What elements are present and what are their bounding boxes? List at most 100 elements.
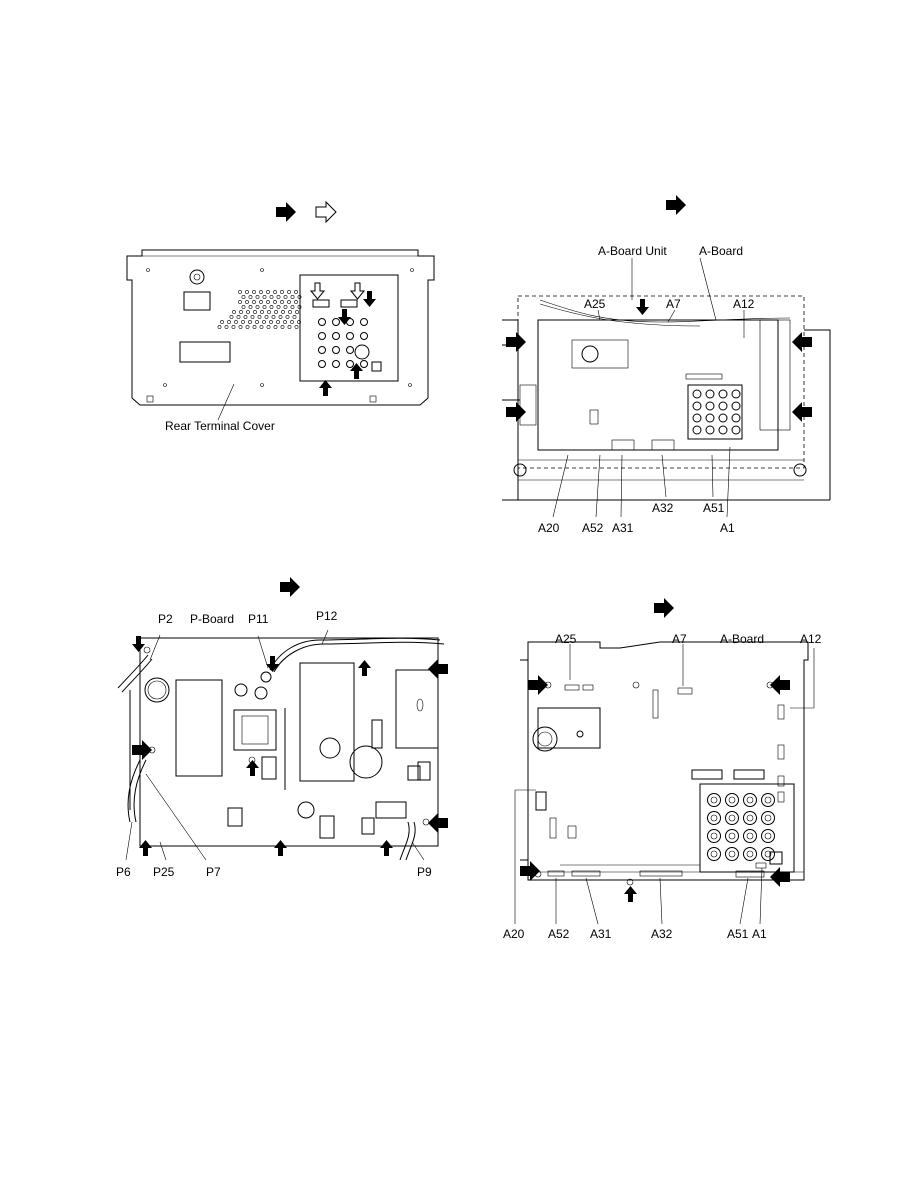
drawing-detail (346, 360, 354, 368)
drawing-detail (332, 346, 340, 354)
drawing-detail (761, 811, 775, 825)
drawing-detail (332, 318, 340, 326)
drawing-detail (710, 814, 718, 822)
drawing-detail (731, 389, 741, 399)
drawing-detail (318, 360, 326, 368)
drawing-detail (290, 305, 295, 309)
drawing-detail (274, 310, 278, 314)
drawing-detail (718, 413, 728, 423)
drawing-detail (285, 315, 290, 319)
drawing-detail (288, 310, 292, 314)
connector-label-a51: A51 (727, 927, 749, 941)
drawing-detail (707, 793, 721, 807)
drawing-detail (280, 290, 284, 294)
drawing-detail (283, 295, 288, 299)
drawing-detail (346, 332, 354, 340)
a-board-panel: A25 A7 A-Board A12 A20 A52 A31 A32 A51 A… (0, 560, 918, 950)
drawing-detail (241, 320, 245, 324)
connector-label-p9: P9 (417, 865, 432, 879)
drawing-detail (761, 847, 775, 861)
drawing-detail (360, 332, 368, 340)
connector-label-a12: A12 (800, 632, 822, 646)
drawing-detail (728, 850, 736, 858)
drawing-detail (360, 360, 368, 368)
drawing-detail (318, 332, 326, 340)
connector-label-a7: A7 (672, 632, 687, 646)
drawing-detail (278, 315, 283, 319)
drawing-detail (229, 315, 234, 319)
drawing-detail (266, 325, 271, 329)
drawing-detail (252, 300, 256, 304)
drawing-detail (707, 811, 721, 825)
drawing-detail (248, 295, 253, 299)
drawing-detail (227, 320, 231, 324)
drawing-detail (718, 389, 728, 399)
a-board-unit-drawing (502, 195, 831, 518)
drawing-detail (232, 310, 236, 314)
drawing-detail (273, 300, 277, 304)
drawing-detail (728, 796, 736, 804)
drawing-detail (705, 389, 715, 399)
drawing-detail (692, 389, 702, 399)
drawing-detail (259, 300, 263, 304)
black-arrow-icon (666, 195, 686, 215)
drawing-detail (276, 295, 281, 299)
drawing-detail (266, 290, 270, 294)
drawing-detail (710, 850, 718, 858)
drawing-detail (764, 832, 772, 840)
drawing-detail (692, 425, 702, 435)
drawing-detail (262, 305, 267, 309)
drawing-detail (283, 320, 287, 324)
drawing-detail (295, 310, 299, 314)
p-board-panel: P2 P-Board P11 P12 P6 P25 P7 P9 (0, 560, 459, 890)
drawing-detail (746, 814, 754, 822)
drawing-detail (725, 793, 739, 807)
drawing-detail (267, 310, 271, 314)
drawing-detail (360, 318, 368, 326)
drawing-detail (692, 413, 702, 423)
connector-label-a31: A31 (590, 927, 612, 941)
rear-terminal-cover-panel: Rear Terminal Cover (0, 0, 459, 460)
connector-label-a20: A20 (538, 521, 560, 535)
drawing-detail (318, 318, 326, 326)
drawing-detail (250, 315, 255, 319)
connector-label-p11: P11 (248, 612, 269, 626)
drawing-detail (234, 320, 238, 324)
connector-label-p6: P6 (116, 865, 131, 879)
drawing-detail (764, 796, 772, 804)
drawing-detail (743, 847, 757, 861)
drawing-detail (241, 295, 246, 299)
connector-label-a32: A32 (651, 927, 673, 941)
drawing-detail (764, 850, 772, 858)
drawing-detail (731, 425, 741, 435)
p-board-drawing (117, 577, 448, 861)
drawing-detail (710, 832, 718, 840)
drawing-detail (276, 320, 280, 324)
connector-label-p25: P25 (153, 865, 175, 879)
drawing-detail (224, 325, 229, 329)
drawing-detail (290, 295, 295, 299)
black-arrow-icon (280, 577, 300, 597)
connector-label-a51: A51 (703, 501, 725, 515)
drawing-detail (260, 310, 264, 314)
drawing-detail (294, 300, 298, 304)
connector-label-a32: A32 (652, 501, 674, 515)
drawing-detail (725, 829, 739, 843)
drawing-detail (231, 325, 236, 329)
drawing-detail (255, 295, 260, 299)
connector-label-a52: A52 (548, 927, 570, 941)
a-board-label: A-Board (720, 632, 765, 646)
drawing-detail (217, 325, 222, 329)
connector-label-p12: P12 (316, 609, 338, 623)
drawing-detail (725, 847, 739, 861)
drawing-detail (273, 290, 277, 294)
drawing-detail (245, 290, 249, 294)
drawing-detail (764, 814, 772, 822)
drawing-detail (692, 401, 702, 411)
drawing-detail (271, 315, 276, 319)
a-board-unit-panel: A-Board Unit A-Board A25 A7 A12 A20 A52 … (0, 0, 918, 560)
drawing-detail (239, 310, 243, 314)
drawing-detail (287, 290, 291, 294)
drawing-detail (287, 300, 291, 304)
drawing-detail (248, 305, 253, 309)
